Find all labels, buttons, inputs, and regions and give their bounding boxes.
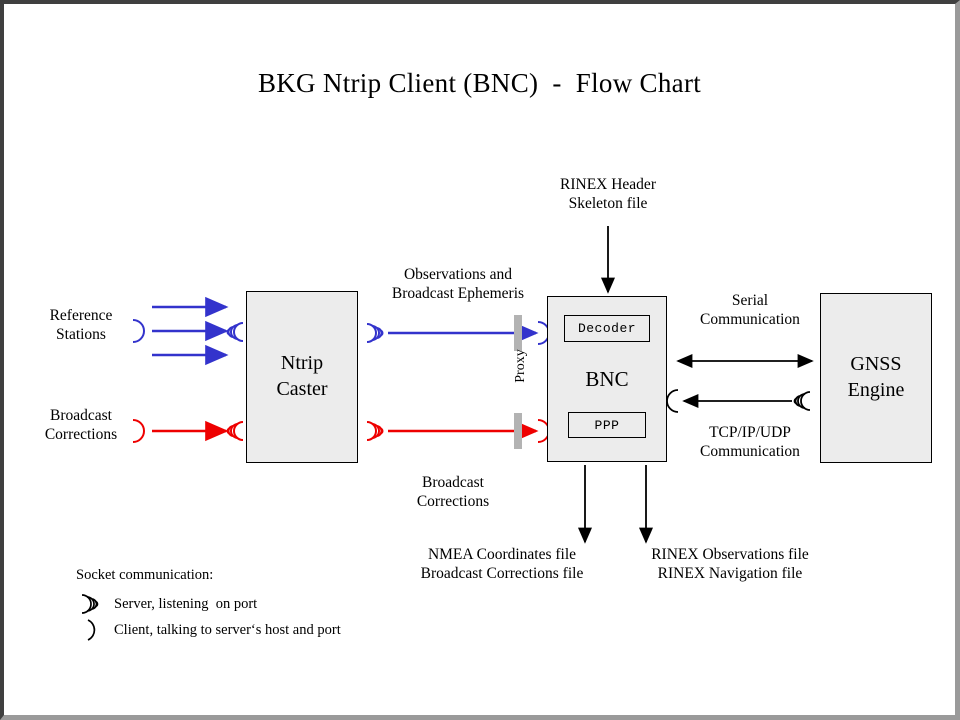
node-gnss-engine[interactable]: GNSS Engine [820,293,932,463]
server-socket-icon-caster-out-corr [366,421,384,441]
node-ntrip-caster-label: Ntrip Caster [276,352,328,400]
client-socket-icon [76,619,114,641]
server-socket-icon-caster-obs [226,322,244,342]
server-socket-icon-caster-corr [226,421,244,441]
legend-item-server-label: Server, listening on port [114,595,258,612]
label-broadcast-corrections-source: Broadcast Corrections [44,407,118,443]
label-rinex-header-skeleton: RINEX Header Skeleton file [560,176,656,212]
label-output-nmea-files: NMEA Coordinates file Broadcast Correcti… [420,546,584,582]
node-bnc-ppp[interactable]: PPP [568,412,646,438]
label-observations-and-ephemeris: Observations and Broadcast Ephemeris [391,266,525,302]
legend: Socket communication: Server, listening … [76,567,496,645]
node-gnss-engine-label: GNSS Engine [847,353,905,401]
node-bnc-label: BNC [585,366,629,391]
label-broadcast-corrections-flow: Broadcast Corrections [416,474,490,510]
label-proxy: Proxy [513,349,528,383]
label-output-rinex-files: RINEX Observations file RINEX Navigation… [651,546,809,582]
legend-item-client: Client, talking to server‘s host and por… [76,619,496,641]
legend-item-server: Server, listening on port [76,593,496,615]
server-socket-icon-caster-out-obs [366,323,384,343]
node-ntrip-caster[interactable]: Ntrip Caster [246,291,358,463]
client-socket-icon-bnc-tcpip [666,389,679,413]
label-serial-communication: Serial Communication [700,292,800,328]
legend-title: Socket communication: [76,567,214,583]
page-title: BKG Ntrip Client (BNC) - Flow Chart [257,68,702,98]
server-socket-icon [76,593,114,615]
node-bnc[interactable]: Decoder BNC PPP [547,296,667,462]
reference-station-arrows [152,296,229,366]
label-reference-stations: Reference Stations [49,307,113,343]
label-tcpip-communication: TCP/IP/UDP Communication [700,424,800,460]
legend-item-client-label: Client, talking to server‘s host and por… [114,621,341,638]
node-bnc-ppp-label: PPP [594,417,620,433]
proxy-bar-bottom [514,413,522,449]
node-bnc-decoder[interactable]: Decoder [564,315,650,342]
server-socket-icon-gnss [793,391,811,411]
node-bnc-decoder-label: Decoder [577,321,637,336]
